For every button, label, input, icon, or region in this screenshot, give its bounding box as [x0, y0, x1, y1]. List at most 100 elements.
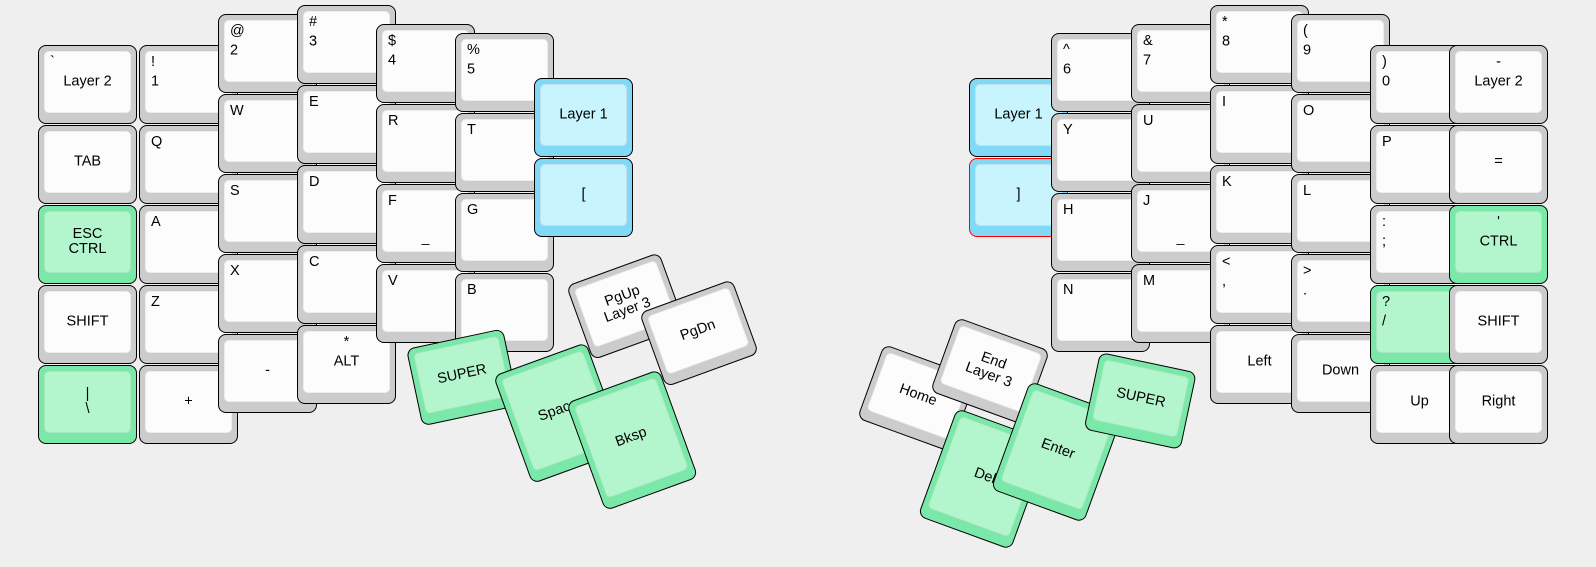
- legend-center: +: [184, 393, 193, 410]
- key-bracket-right[interactable]: ]: [969, 158, 1068, 237]
- keycap: P: [1376, 131, 1463, 193]
- legend-center: SHIFT: [1477, 313, 1520, 330]
- legend-top: Z: [151, 294, 160, 310]
- legend-top: H: [1063, 202, 1074, 218]
- key-esc-ctrl[interactable]: ESC CTRL: [38, 205, 137, 284]
- key-quote-ctrl[interactable]: ' CTRL: [1449, 205, 1548, 284]
- legend-bottom: 9: [1303, 42, 1312, 59]
- legend-center: ]: [1016, 186, 1021, 203]
- legend-top: Y: [1063, 122, 1073, 138]
- legend-center: Down: [1321, 362, 1360, 379]
- key-shift-right[interactable]: SHIFT: [1449, 285, 1548, 364]
- legend-top: :: [1382, 214, 1387, 230]
- key-equals[interactable]: =: [1449, 125, 1548, 204]
- legend-stacked: ESC CTRL: [68, 225, 107, 257]
- legend-bottom: ;: [1382, 233, 1387, 250]
- legend-center: Layer 1: [559, 106, 608, 123]
- keycap: D: [303, 171, 390, 233]
- legend-bottom: 5: [467, 61, 476, 78]
- keycap: *ALT: [303, 331, 390, 393]
- keycap: -: [224, 340, 311, 402]
- keycap: :;: [1376, 211, 1463, 273]
- legend-top: M: [1143, 273, 1156, 289]
- keycap: (9: [1297, 20, 1384, 82]
- legend-top: I: [1222, 94, 1227, 110]
- homing-bar: _: [1176, 229, 1185, 246]
- legend-top: ): [1382, 54, 1387, 70]
- legend-center: [: [581, 186, 586, 203]
- keycap: U: [1137, 110, 1224, 172]
- legend-center-top: ': [1497, 214, 1500, 230]
- key-l[interactable]: L: [1291, 174, 1390, 253]
- key-x[interactable]: X: [218, 254, 317, 333]
- legend-center: CTRL: [1479, 233, 1518, 250]
- keycap: %5: [461, 39, 548, 101]
- key-o[interactable]: O: [1291, 94, 1390, 173]
- keycap: Right: [1455, 371, 1542, 433]
- legend-center: Layer 2: [1474, 73, 1523, 90]
- legend-bottom: .: [1303, 282, 1308, 299]
- legend-top: W: [230, 103, 244, 119]
- legend-bottom: 3: [309, 33, 318, 50]
- keycap: W: [224, 100, 311, 162]
- legend-center: Up: [1410, 393, 1429, 410]
- key-pipe-backslash[interactable]: | \: [38, 365, 137, 444]
- legend-stacked: | \: [85, 385, 90, 417]
- keycap: H: [1057, 199, 1144, 261]
- key-h[interactable]: H: [1051, 193, 1150, 272]
- legend-bottom: 4: [388, 52, 397, 69]
- legend-top: J: [1143, 193, 1151, 209]
- legend-top: ?: [1382, 294, 1391, 310]
- keycap: V: [382, 270, 469, 332]
- key-minus-layer2[interactable]: -Layer 2: [1449, 45, 1548, 124]
- legend-top: !: [151, 54, 156, 70]
- legend-top: A: [151, 214, 161, 230]
- key-grave-layer2[interactable]: `Layer 2: [38, 45, 137, 124]
- legend-bottom: /: [1382, 313, 1387, 330]
- legend-top: D: [309, 174, 320, 190]
- legend-bottom: ,: [1222, 273, 1227, 290]
- keycap: S: [224, 180, 311, 242]
- key-asterisk-alt[interactable]: *ALT: [297, 325, 396, 404]
- legend-top: K: [1222, 174, 1232, 190]
- legend-top: $: [388, 33, 397, 49]
- legend-center: Left: [1247, 353, 1272, 370]
- key-right[interactable]: Right: [1449, 365, 1548, 444]
- legend-top: L: [1303, 183, 1312, 199]
- legend-top: Q: [151, 134, 163, 150]
- legend-top: P: [1382, 134, 1392, 150]
- keycap: Y: [1057, 119, 1144, 181]
- keycap: Layer 1: [540, 84, 627, 146]
- legend-center: Layer 1: [994, 106, 1043, 123]
- legend-bottom: 2: [230, 42, 239, 59]
- keycap: G: [461, 199, 548, 261]
- keycap: Z: [145, 291, 232, 353]
- keycap: M: [1137, 270, 1224, 332]
- keycap: Left: [1216, 331, 1303, 393]
- legend-top: E: [309, 94, 319, 110]
- keycap: Layer 1: [975, 84, 1062, 146]
- legend-top: O: [1303, 103, 1315, 119]
- key-layer1-left[interactable]: Layer 1: [534, 78, 633, 157]
- keycap: <,: [1216, 251, 1303, 313]
- homing-bar: _: [421, 229, 430, 246]
- key-shift[interactable]: SHIFT: [38, 285, 137, 364]
- legend-stacked: End Layer 3: [963, 349, 1014, 392]
- legend-center-top: *: [343, 334, 350, 350]
- keycap: ]: [975, 164, 1062, 226]
- legend-center: TAB: [73, 153, 102, 170]
- legend-top: F: [388, 193, 397, 209]
- keycap: R: [382, 110, 469, 172]
- legend-bottom: 6: [1063, 61, 1072, 78]
- keycap: +: [145, 371, 232, 433]
- keycap: N: [1057, 279, 1144, 341]
- key-bracket-left[interactable]: [: [534, 158, 633, 237]
- legend-top: %: [467, 42, 480, 58]
- legend-center: -: [265, 362, 270, 379]
- key-tab[interactable]: TAB: [38, 125, 137, 204]
- legend-bottom: 1: [151, 73, 160, 90]
- keycap: ESC CTRL: [44, 211, 131, 273]
- legend-center: Enter: [1038, 435, 1078, 463]
- legend-top: ^: [1063, 42, 1070, 58]
